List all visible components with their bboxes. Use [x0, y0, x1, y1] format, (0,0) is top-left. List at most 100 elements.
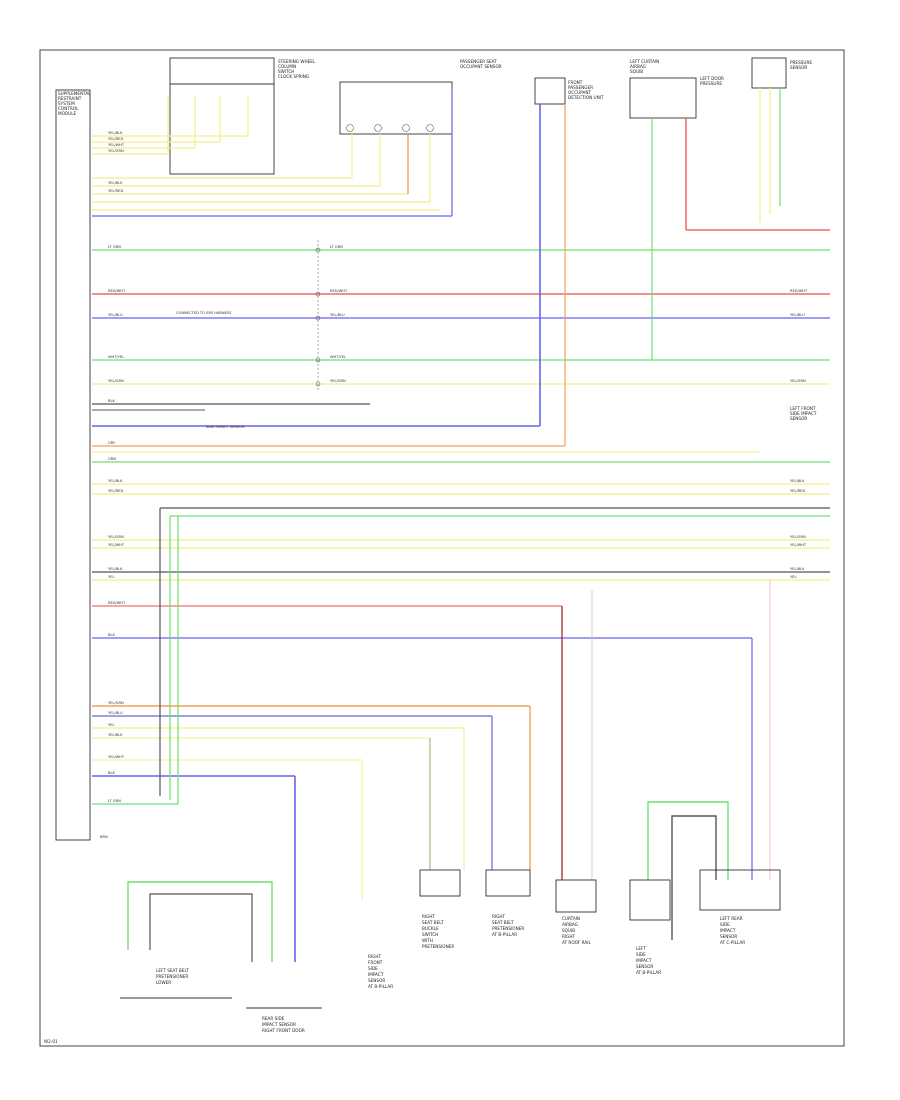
- svg-text:YEL/RED: YEL/RED: [790, 489, 805, 493]
- front-seat-connector: [339, 81, 453, 135]
- svg-text:SQUIB: SQUIB: [630, 69, 643, 74]
- svg-text:FRONT: FRONT: [568, 80, 583, 85]
- svg-text:WHT/YEL: WHT/YEL: [330, 355, 346, 359]
- left-side-sensor-label: LEFT SIDE IMPACT SENSOR AT B-PILLAR: [636, 946, 661, 975]
- svg-text:RIGHT: RIGHT: [368, 954, 382, 959]
- clock-spring-box: [169, 83, 275, 175]
- front-seat-connector-label: PASSENGER SEAT OCCUPANT SENSOR: [460, 59, 502, 69]
- svg-text:YEL/BLU: YEL/BLU: [108, 313, 123, 317]
- srs-unit-label: SUPPLEMENTAL RESTRAINT SYSTEM CONTROL MO…: [58, 91, 91, 116]
- svg-text:RIGHT: RIGHT: [562, 934, 576, 939]
- svg-text:GRY: GRY: [108, 441, 116, 445]
- svg-text:SEAT BELT: SEAT BELT: [492, 920, 514, 925]
- svg-text:BLK: BLK: [108, 399, 115, 403]
- svg-text:YEL: YEL: [108, 723, 114, 727]
- svg-text:IMPACT SENSOR: IMPACT SENSOR: [262, 1022, 296, 1027]
- svg-text:YEL/RED: YEL/RED: [108, 489, 123, 493]
- svg-text:YEL/GRN: YEL/GRN: [108, 149, 124, 153]
- svg-text:YEL/WHT: YEL/WHT: [108, 755, 125, 759]
- svg-text:COLUMN: COLUMN: [278, 64, 296, 69]
- right-seat-belt-a-label: RIGHT SEAT BELT BUCKLE SWITCH WITH PRETE…: [422, 914, 454, 949]
- right-seat-belt-a-box: [419, 869, 461, 897]
- svg-text:DETECTION UNIT: DETECTION UNIT: [568, 95, 604, 100]
- left-rear-side-box: [699, 869, 781, 911]
- svg-text:YEL/BLK: YEL/BLK: [108, 733, 123, 737]
- harness-wires: [92, 135, 830, 805]
- svg-text:YEL/BLU: YEL/BLU: [790, 313, 805, 317]
- svg-text:AIRBAG: AIRBAG: [562, 922, 578, 927]
- svg-text:RED/WHT: RED/WHT: [108, 601, 126, 605]
- svg-text:SENSOR: SENSOR: [790, 416, 807, 421]
- svg-text:REAR SIDE: REAR SIDE: [262, 1016, 285, 1021]
- svg-text:PRETENSIONER: PRETENSIONER: [492, 926, 524, 931]
- svg-text:LEFT DOOR: LEFT DOOR: [700, 76, 724, 81]
- curtain-right-label: CURTAIN AIRBAG SQUIB RIGHT AT ROOF RAIL: [562, 916, 592, 945]
- wire-color-labels: YEL/BLK YEL/RED YEL/WHT YEL/GRN YEL/BLK …: [100, 131, 808, 839]
- svg-text:YEL/BLK: YEL/BLK: [790, 567, 805, 571]
- svg-text:AT B-PILLAR: AT B-PILLAR: [368, 984, 393, 989]
- svg-text:SWITCH: SWITCH: [422, 932, 438, 937]
- vertical-drops: [159, 88, 830, 962]
- svg-text:OCCUPANT: OCCUPANT: [568, 90, 591, 95]
- svg-text:YEL/WHT: YEL/WHT: [108, 143, 125, 147]
- svg-text:CURTAIN: CURTAIN: [562, 916, 580, 921]
- svg-text:YEL/WHT: YEL/WHT: [790, 543, 807, 547]
- svg-text:YEL/BLK: YEL/BLK: [108, 567, 123, 571]
- page-reference: W2-01: [44, 1039, 58, 1044]
- svg-text:RIGHT: RIGHT: [422, 914, 436, 919]
- bottom-left-sensor-loop: [127, 881, 273, 962]
- svg-text:YEL/RED: YEL/RED: [108, 137, 123, 141]
- svg-text:PRESSURE: PRESSURE: [790, 60, 812, 65]
- svg-text:YEL/GRN: YEL/GRN: [330, 379, 346, 383]
- svg-text:SQUIB: SQUIB: [562, 928, 575, 933]
- svg-text:PRESSURE: PRESSURE: [700, 81, 722, 86]
- srs-control-unit: [55, 89, 91, 841]
- svg-text:RESTRAINT: RESTRAINT: [58, 96, 82, 101]
- sensor-note: SIDE IMPACT SENSOR: [206, 425, 245, 429]
- svg-text:RIGHT FRONT DOOR: RIGHT FRONT DOOR: [262, 1028, 305, 1033]
- svg-text:RED/WHT: RED/WHT: [790, 289, 808, 293]
- svg-text:AIRBAG: AIRBAG: [630, 64, 646, 69]
- svg-text:YEL/GRN: YEL/GRN: [108, 379, 124, 383]
- svg-text:SYSTEM: SYSTEM: [58, 101, 75, 106]
- left-curtain-squib-box: [629, 77, 697, 119]
- left-pressure-label: LEFT DOOR PRESSURE: [700, 76, 724, 86]
- svg-text:YEL/GRN: YEL/GRN: [790, 379, 806, 383]
- svg-text:STEERING WHEEL: STEERING WHEEL: [278, 59, 316, 64]
- svg-text:MODULE: MODULE: [58, 111, 77, 116]
- svg-text:SENSOR: SENSOR: [790, 65, 807, 70]
- svg-text:SUPPLEMENTAL: SUPPLEMENTAL: [58, 91, 91, 96]
- svg-text:YEL: YEL: [108, 575, 114, 579]
- svg-text:SIDE: SIDE: [720, 922, 730, 927]
- connector-pins: [315, 124, 434, 387]
- left-side-sensor-box: [629, 879, 671, 921]
- harness-note: CONNECTED TO SRS HARNESS: [176, 311, 232, 315]
- svg-text:SIDE: SIDE: [368, 966, 378, 971]
- svg-text:WHT/YEL: WHT/YEL: [108, 355, 124, 359]
- svg-text:PASSENGER SEAT: PASSENGER SEAT: [460, 59, 497, 64]
- curtain-right-box: [555, 879, 597, 913]
- pressure-sensor-label: PRESSURE SENSOR: [790, 60, 812, 70]
- svg-text:LEFT SEAT BELT: LEFT SEAT BELT: [156, 968, 189, 973]
- steering-column-label: STEERING WHEEL COLUMN SWITCH CLOCK SPRIN…: [278, 59, 316, 79]
- svg-text:SEAT BELT: SEAT BELT: [422, 920, 444, 925]
- svg-text:PRETENSIONER: PRETENSIONER: [156, 974, 188, 979]
- svg-text:CONTROL: CONTROL: [58, 106, 79, 111]
- svg-text:FRONT: FRONT: [368, 960, 383, 965]
- svg-text:LEFT CURTAIN: LEFT CURTAIN: [630, 59, 659, 64]
- svg-text:AT ROOF RAIL: AT ROOF RAIL: [562, 940, 592, 945]
- svg-text:SENSOR: SENSOR: [368, 978, 385, 983]
- occupant-detection-unit: [534, 77, 566, 105]
- svg-text:SENSOR: SENSOR: [636, 964, 653, 969]
- steering-column-box: [169, 57, 275, 85]
- svg-text:AT C-PILLAR: AT C-PILLAR: [720, 940, 745, 945]
- svg-text:BRN: BRN: [100, 835, 108, 839]
- svg-text:LT GRN: LT GRN: [108, 245, 121, 249]
- svg-text:IMPACT: IMPACT: [636, 958, 652, 963]
- right-front-side-label: RIGHT FRONT SIDE IMPACT SENSOR AT B-PILL…: [368, 954, 393, 989]
- svg-text:LOWER: LOWER: [156, 980, 171, 985]
- svg-text:BUCKLE: BUCKLE: [422, 926, 439, 931]
- svg-text:PRETENSIONER: PRETENSIONER: [422, 944, 454, 949]
- svg-text:YEL/GRN: YEL/GRN: [790, 535, 806, 539]
